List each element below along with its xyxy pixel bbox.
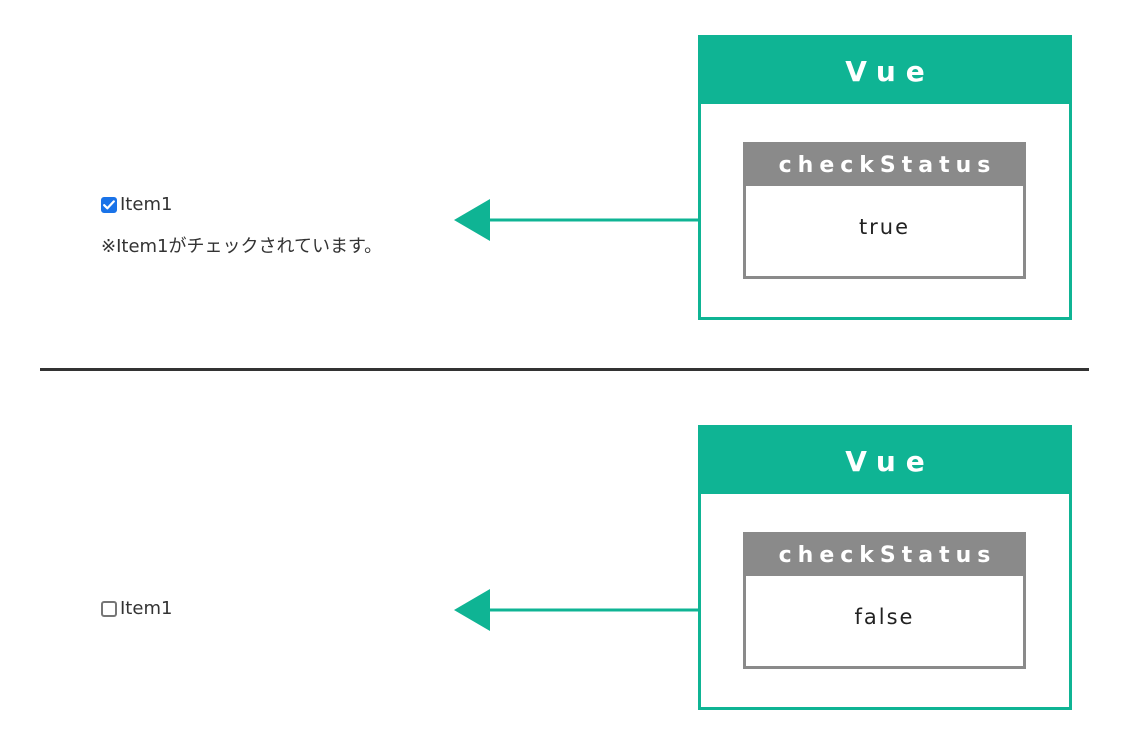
- vue-instance-box: Vue checkStatus false: [698, 425, 1072, 710]
- variable-name: checkStatus: [746, 145, 1023, 186]
- item1-checkbox[interactable]: Item1: [101, 598, 172, 620]
- checkbox-unchecked-icon[interactable]: [101, 601, 117, 617]
- section-divider: [40, 368, 1089, 371]
- vue-title: Vue: [701, 428, 1069, 494]
- variable-box: checkStatus true: [743, 142, 1026, 279]
- binding-arrow: [454, 199, 702, 241]
- checkbox-label: Item1: [120, 194, 173, 215]
- variable-value: false: [854, 605, 915, 629]
- panel-unchecked: Item1 Vue checkStatus false: [0, 390, 1126, 750]
- checked-status-message: ※Item1がチェックされています。: [101, 236, 383, 257]
- variable-box: checkStatus false: [743, 532, 1026, 669]
- variable-name: checkStatus: [746, 535, 1023, 576]
- panel-checked: Item1 ※Item1がチェックされています。 Vue checkStatus…: [0, 0, 1126, 360]
- item1-checkbox[interactable]: Item1: [101, 194, 172, 216]
- binding-arrow: [454, 589, 702, 631]
- checkbox-checked-icon[interactable]: [101, 197, 117, 213]
- vue-title: Vue: [701, 38, 1069, 104]
- vue-instance-box: Vue checkStatus true: [698, 35, 1072, 320]
- variable-value: true: [858, 215, 911, 239]
- checkbox-label: Item1: [120, 598, 173, 619]
